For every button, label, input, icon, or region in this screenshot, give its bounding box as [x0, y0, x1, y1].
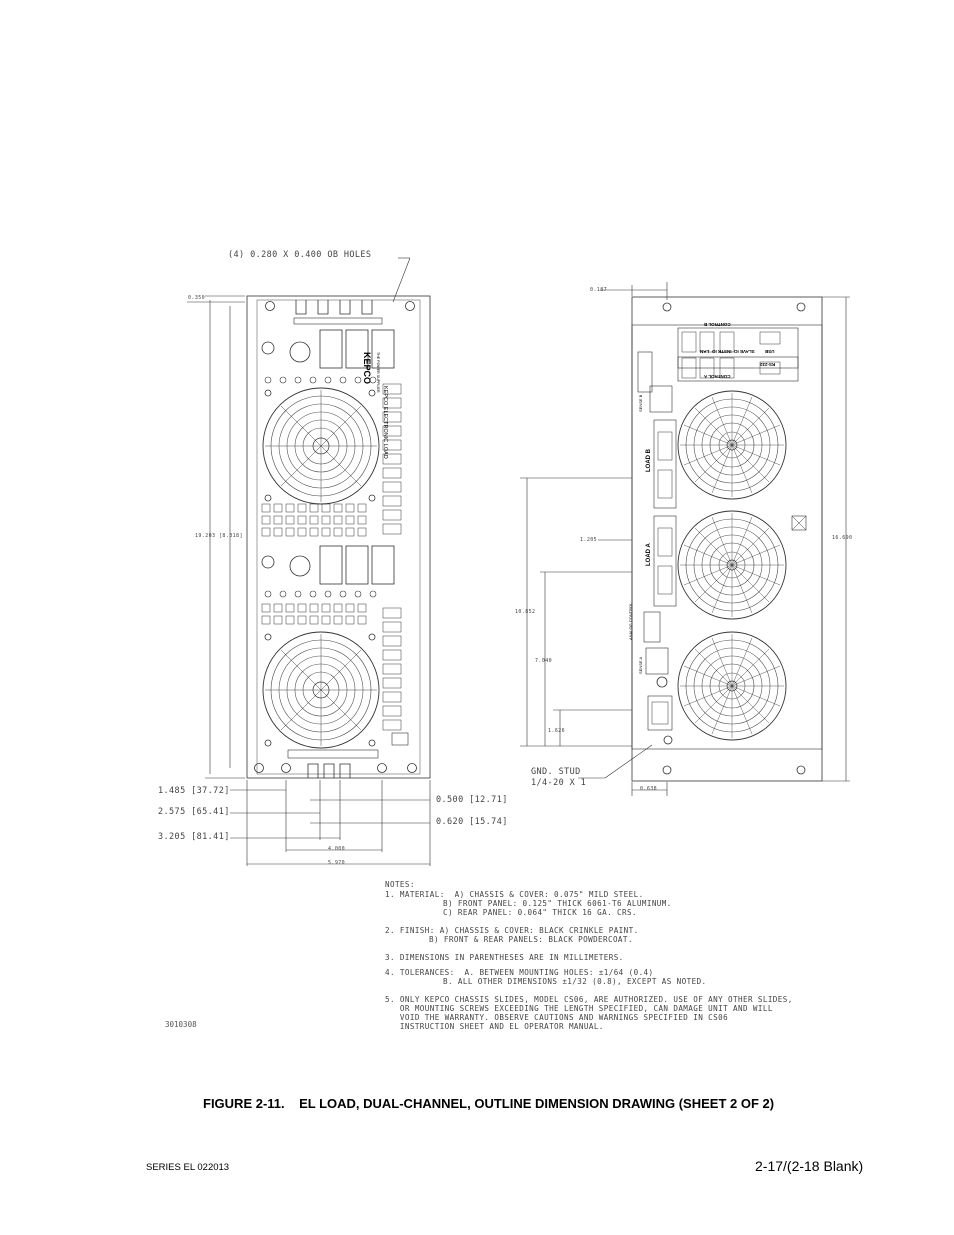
label-usb: USB [765, 349, 775, 354]
note-4a: 4. TOLERANCES: A. BETWEEN MOUNTING HOLES… [385, 968, 654, 977]
dim-w1: 4.000 [328, 846, 346, 852]
note-2b: B) FRONT & REAR PANELS: BLACK POWDERCOAT… [429, 935, 633, 944]
label-sense-a: SENSE A [638, 656, 643, 674]
label-control-a: CONTROL A [704, 374, 731, 379]
note-1b: B) FRONT PANEL: 0.125" THICK 6061-T6 ALU… [443, 899, 672, 908]
label-load-b: LOAD B [646, 449, 652, 472]
front-brand: KEPCO [362, 352, 372, 385]
gnd-stud-callout: GND. STUD [531, 767, 581, 777]
note-5b: OR MOUNTING SCREWS EXCEEDING THE LENGTH … [385, 1004, 773, 1013]
label-rs232: RS-232 [760, 362, 776, 367]
gnd-stud-size: 1/4-20 X 1 [531, 778, 587, 788]
front-small: THE POWER SUPPLIER [376, 352, 380, 393]
notes-title: NOTES: [385, 880, 415, 889]
note-5a: 5. ONLY KEPCO CHASSIS SLIDES, MODEL CS06… [385, 995, 793, 1004]
label-analog-control: ANALOG CONTROL [628, 602, 633, 640]
note-5d: INSTRUCTION SHEET AND EL OPERATOR MANUAL… [385, 1022, 604, 1031]
dim-d4: 0.500 [12.71] [436, 795, 508, 805]
rear-dimension-lines [520, 282, 850, 796]
note-5c: VOID THE WARRANTY. OBSERVE CAUTIONS AND … [385, 1013, 729, 1022]
dim-h2: [8.318] [219, 533, 243, 539]
dim-d3: 3.205 [81.41] [158, 832, 230, 842]
figure-caption: FIGURE 2-11. EL LOAD, DUAL-CHANNEL, OUTL… [203, 1096, 775, 1111]
dim-r2: 10.852 [515, 609, 536, 615]
dim-d1: 1.485 [37.72] [158, 786, 230, 796]
dim-h1: 19.203 [195, 533, 216, 539]
front-subtitle: KEPCO ELECTRONIC LOAD [382, 386, 388, 459]
label-control-b: CONTROL B [704, 322, 731, 327]
note-1a: 1. MATERIAL: A) CHASSIS & COVER: 0.075" … [385, 890, 644, 899]
note-1c: C) REAR PANEL: 0.064" THICK 16 GA. CRS. [443, 908, 637, 917]
label-slave: SLAVE IO [734, 349, 755, 354]
front-dimension-lines [187, 257, 431, 866]
dim-rear-top: 0.187 [590, 287, 608, 293]
rear-view [631, 296, 823, 782]
label-instr: INSTR IO [712, 349, 732, 354]
note-4b: B. ALL OTHER DIMENSIONS ±1/32 (0.8), EXC… [443, 977, 707, 986]
label-load-a: LOAD A [646, 543, 652, 566]
label-lan: LAN [700, 349, 710, 354]
dim-top-front: 0.350 [188, 295, 206, 301]
dim-rear-right: 16.690 [832, 535, 853, 541]
footer-page-number: 2-17/(2-18 Blank) [755, 1158, 864, 1174]
drawing-number: 3010308 [165, 1020, 197, 1029]
dim-r4: 1.626 [548, 728, 566, 734]
dim-r3: 7.040 [535, 658, 553, 664]
front-view [246, 295, 431, 779]
note-2a: 2. FINISH: A) CHASSIS & COVER: BLACK CRI… [385, 926, 639, 935]
holes-callout: (4) 0.280 X 0.400 OB HOLES [228, 250, 372, 260]
dim-d2: 2.575 [65.41] [158, 807, 230, 817]
label-sense-b: SENSE B [638, 394, 643, 412]
dim-rear-bottom: 0.638 [640, 786, 658, 792]
note-3: 3. DIMENSIONS IN PARENTHESES ARE IN MILL… [385, 953, 624, 962]
dim-d5: 0.620 [15.74] [436, 817, 508, 827]
dim-r1: 1.205 [580, 537, 598, 543]
dim-w2: 5.970 [328, 860, 346, 866]
footer-series: SERIES EL 022013 [146, 1162, 230, 1173]
